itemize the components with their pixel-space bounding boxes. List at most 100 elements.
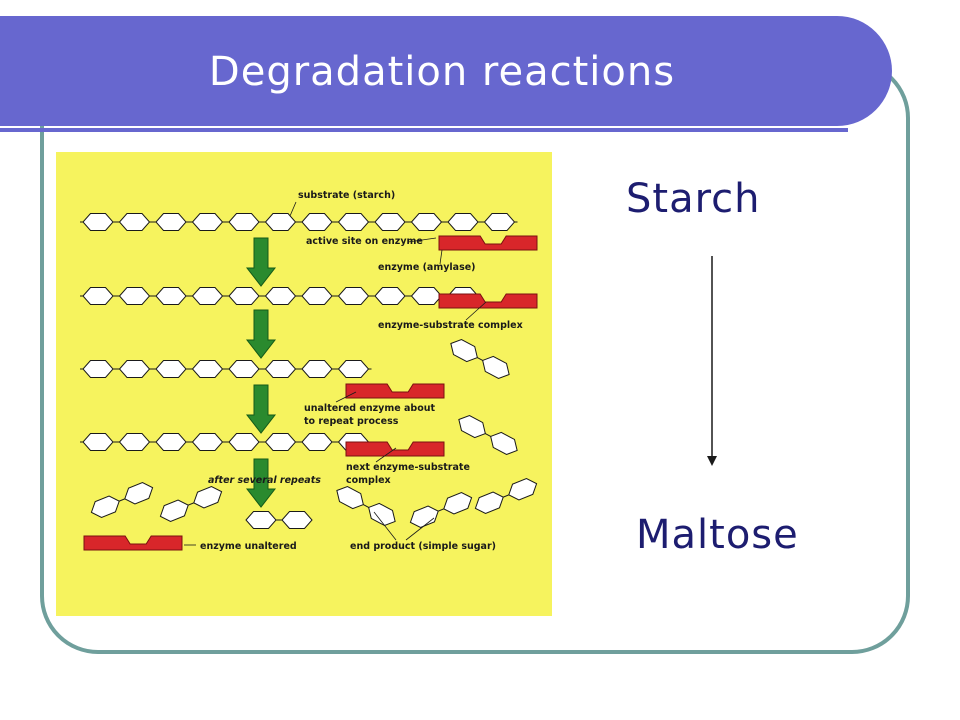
process-arrow-4: [245, 458, 277, 508]
label-active-site: active site on enzyme: [306, 236, 423, 247]
glucose-unit: [301, 213, 333, 231]
label-end-product: end product (simple sugar): [350, 541, 496, 552]
glucose-unit: [374, 213, 406, 231]
glucose-unit: [191, 433, 224, 451]
label-after-repeats: after several repeats: [208, 475, 321, 486]
starch-chain-2: [80, 287, 481, 305]
label-unaltered-1: unaltered enzyme about: [304, 403, 435, 414]
starch-chain-3: [80, 360, 372, 378]
glucose-unit: [193, 486, 223, 509]
label-next-1: next enzyme-substrate: [346, 462, 470, 473]
leader-end-product-2: [405, 517, 435, 541]
process-arrow-1: [245, 237, 277, 287]
glucose-unit: [409, 505, 439, 528]
maltose-product-2: [159, 486, 223, 522]
maltose-released-2: [458, 414, 518, 456]
starch-chain-1: [80, 213, 518, 231]
glucose-unit: [118, 360, 151, 378]
glucose-unit: [228, 360, 260, 378]
glucose-unit: [337, 360, 370, 378]
maltose-product-3: [245, 511, 313, 529]
enzyme-diagram: substrate (starch) active site on enzyme…: [56, 152, 552, 616]
enzyme-next-complex: [345, 441, 445, 457]
glucose-unit: [410, 287, 443, 305]
enzyme-unaltered-free: [345, 383, 445, 399]
glucose-unit: [118, 287, 151, 305]
glucose-unit: [155, 287, 187, 305]
glucose-unit: [228, 213, 260, 231]
glucose-unit: [301, 433, 333, 451]
label-enzyme-unaltered: enzyme unaltered: [200, 541, 297, 552]
glucose-unit: [228, 433, 260, 451]
glucose-unit: [281, 511, 313, 529]
glucose-unit: [159, 499, 189, 522]
leader-enzyme: [439, 249, 443, 265]
glucose-unit: [82, 213, 114, 231]
glucose-unit: [264, 433, 297, 451]
glucose-unit: [301, 360, 333, 378]
glucose-unit: [155, 360, 187, 378]
maltose-label: Maltose: [636, 512, 799, 558]
glucose-unit: [301, 287, 333, 305]
title-bar: [0, 16, 892, 126]
process-arrow-2: [245, 309, 277, 359]
glucose-unit: [458, 414, 486, 439]
leader-end-product-1: [373, 511, 397, 541]
glucose-unit: [155, 213, 187, 231]
down-arrow-icon: [707, 256, 717, 466]
glucose-unit: [374, 287, 406, 305]
label-unaltered-2: to repeat process: [304, 416, 399, 427]
leader-complex: [465, 301, 487, 321]
glucose-unit: [82, 360, 114, 378]
glucose-unit: [191, 360, 224, 378]
leader-active-site: [407, 237, 437, 243]
glucose-unit: [82, 287, 114, 305]
glucose-unit: [450, 338, 478, 363]
maltose-released-1: [450, 338, 510, 380]
glucose-unit: [337, 213, 370, 231]
maltose-product-1: [90, 482, 154, 518]
glucose-unit: [443, 492, 473, 515]
leader-unaltered: [335, 391, 357, 403]
maltose-product-5: [409, 492, 473, 528]
maltose-product-6: [474, 478, 538, 514]
glucose-unit: [82, 433, 114, 451]
maltose-product-4: [336, 485, 396, 527]
glucose-unit: [155, 433, 187, 451]
label-complex: enzyme-substrate complex: [378, 320, 523, 331]
title-underline: [0, 128, 848, 132]
glucose-unit: [245, 511, 277, 529]
glucose-unit: [264, 360, 297, 378]
enzyme-unaltered-final: [83, 535, 183, 551]
glucose-unit: [264, 213, 297, 231]
leader-substrate: [289, 201, 297, 217]
label-substrate: substrate (starch): [298, 190, 395, 201]
glucose-unit: [118, 433, 151, 451]
glucose-unit: [264, 287, 297, 305]
glucose-unit: [191, 287, 224, 305]
glucose-unit: [124, 482, 154, 505]
glucose-unit: [336, 485, 364, 510]
glucose-unit: [368, 502, 396, 527]
glucose-unit: [483, 213, 516, 231]
starch-label: Starch: [626, 176, 761, 222]
enzyme-amylase: [438, 235, 538, 251]
glucose-unit: [228, 287, 260, 305]
starch-chain-4: [80, 433, 372, 451]
label-enzyme: enzyme (amylase): [378, 262, 476, 273]
glucose-unit: [490, 431, 518, 456]
glucose-unit: [474, 491, 504, 514]
glucose-unit: [447, 213, 479, 231]
glucose-unit: [508, 478, 538, 501]
enzyme-diagram-svg: substrate (starch) active site on enzyme…: [80, 190, 538, 552]
enzyme-substrate-complex: [438, 293, 538, 309]
process-arrow-3: [245, 384, 277, 434]
glucose-unit: [118, 213, 151, 231]
glucose-unit: [191, 213, 224, 231]
glucose-unit: [337, 287, 370, 305]
glucose-unit: [90, 495, 120, 518]
slide-title: Degradation reactions: [208, 49, 676, 95]
glucose-unit: [482, 355, 510, 380]
glucose-unit: [410, 213, 443, 231]
leader-next: [375, 447, 397, 463]
